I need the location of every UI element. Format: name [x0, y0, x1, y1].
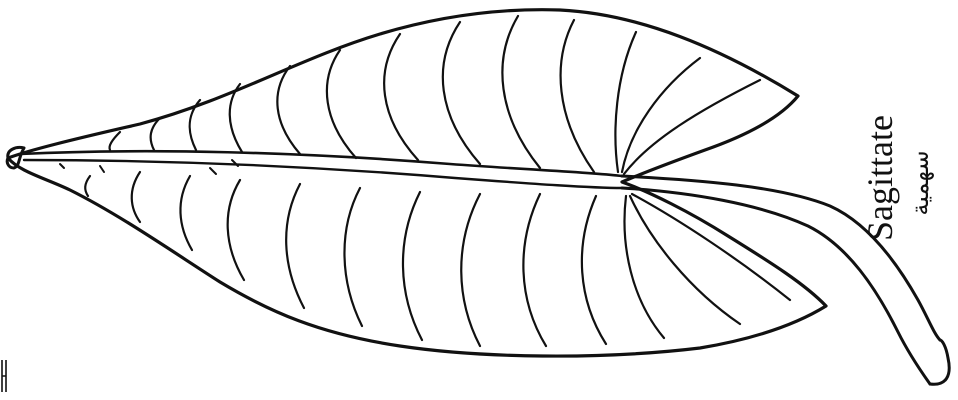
- petiole-base: [930, 340, 949, 384]
- upper-veins: [109, 16, 760, 174]
- corner-glyph-fragment: [0, 356, 8, 396]
- midrib-lower: [24, 160, 622, 188]
- shape-label-arabic: سهمية: [908, 150, 932, 215]
- midrib: [20, 151, 622, 176]
- shape-label-english: Sagittate: [862, 115, 898, 241]
- lower-veins: [85, 172, 790, 346]
